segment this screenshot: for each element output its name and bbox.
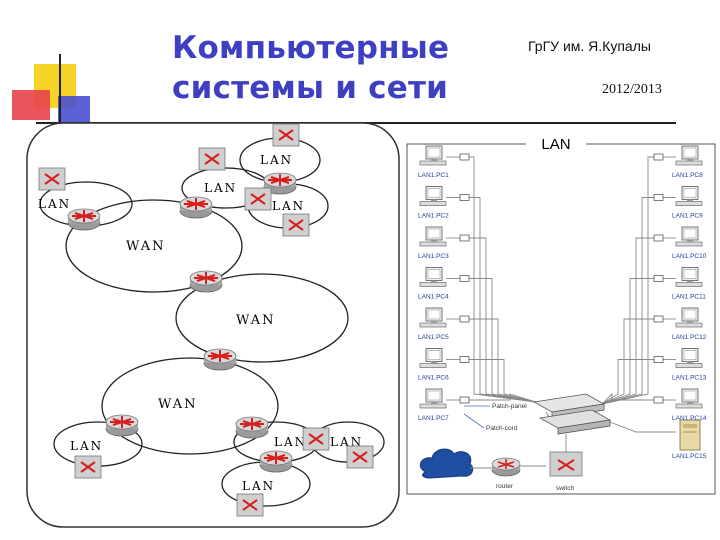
patch-cord-label: Patch-cord — [486, 425, 518, 432]
switch-icon — [236, 493, 264, 517]
router-icon — [179, 196, 213, 219]
switch-icon — [198, 147, 226, 171]
wall-jack-icon — [459, 356, 470, 363]
router-icon — [189, 270, 223, 293]
wall-jack-icon — [459, 315, 470, 323]
wan-cloud-1 — [65, 199, 243, 293]
router-icon — [67, 208, 101, 231]
router-icon — [203, 348, 237, 371]
decor-vertical-line — [59, 54, 61, 136]
switch-icon — [549, 451, 583, 477]
pc-label: LAN1.PC3 — [418, 253, 449, 260]
switch-icon — [282, 213, 310, 237]
pc-label: LAN1.PC5 — [418, 334, 449, 341]
title-line-1: Компьютерные — [172, 30, 450, 66]
wan-label: WAN — [126, 239, 165, 254]
pc-label: LAN1.PC14 — [672, 415, 707, 422]
lan-label: LAN — [274, 435, 307, 449]
switch-icon — [38, 167, 66, 191]
lan-label: LAN — [70, 439, 103, 453]
decor-red-square — [12, 90, 50, 120]
pc-label: LAN1.PC12 — [672, 334, 707, 341]
lan-label: LAN — [204, 181, 237, 195]
institution-label: ГрГУ им. Я.Купалы — [528, 38, 651, 54]
server-icon — [679, 419, 701, 451]
wall-jack-icon — [459, 275, 470, 282]
router-icon — [259, 450, 293, 473]
wall-jack-icon — [653, 315, 664, 323]
wall-jack-icon — [459, 396, 470, 404]
lan-diagram-title: LAN — [541, 136, 570, 153]
internet-cloud-icon — [419, 448, 474, 479]
router-icon — [235, 416, 269, 439]
wan-cloud-2 — [175, 273, 349, 363]
pc-label: LAN1.PC4 — [418, 294, 449, 301]
wall-jack-icon — [653, 234, 664, 242]
switch-icon — [346, 445, 374, 469]
year-label: 2012/2013 — [602, 82, 662, 97]
switch-device-icon — [538, 409, 612, 435]
wan-label: WAN — [158, 397, 197, 412]
pc-label: LAN1.PC9 — [672, 213, 703, 220]
pc-label: LAN1.PC13 — [672, 375, 707, 382]
pc-label: LAN1.PC6 — [418, 375, 449, 382]
wall-jack-icon — [459, 194, 470, 201]
switch-label: switch — [556, 485, 574, 492]
router-icon — [491, 457, 521, 477]
wan-label: WAN — [236, 313, 275, 328]
pc-label: LAN1.PC1 — [418, 172, 449, 179]
pc-label: LAN1.PC8 — [672, 172, 703, 179]
router-icon — [105, 414, 139, 437]
lan-label: LAN — [242, 479, 275, 493]
pc-label: LAN1.PC11 — [672, 294, 706, 301]
wall-jack-icon — [459, 153, 470, 161]
switch-icon — [302, 427, 330, 451]
wall-jack-icon — [653, 153, 664, 161]
wan-lan-diagram: WAN WAN WAN LAN LAN LAN LAN LAN LAN LAN … — [26, 122, 400, 528]
wall-jack-icon — [653, 194, 664, 201]
slide-title: Компьютерные системы и сети — [172, 28, 492, 108]
pc-label: LAN1.PC2 — [418, 213, 449, 220]
lan-label: LAN — [330, 435, 363, 449]
wall-jack-icon — [653, 356, 664, 363]
switch-icon — [272, 123, 300, 147]
server-label: LAN1.PC15 — [672, 453, 707, 460]
title-line-2: системы и сети — [172, 70, 449, 106]
wall-jack-icon — [653, 275, 664, 282]
wan-cloud-3 — [101, 357, 279, 455]
switch-icon — [74, 455, 102, 479]
lan-label: LAN — [260, 153, 293, 167]
pc-label: LAN1.PC10 — [672, 253, 707, 260]
switch-icon — [244, 187, 272, 211]
lan-label: LAN — [38, 197, 71, 211]
lan-label: LAN — [272, 199, 305, 213]
lan-diagram: LAN LAN1.PC1LAN1.PC2LAN1.PC3LAN1.PC4LAN1… — [406, 134, 716, 495]
patch-panel-label: Patch-panel — [492, 403, 527, 410]
decor-blue-square — [58, 96, 90, 122]
wall-jack-icon — [653, 396, 664, 404]
pc-label: LAN1.PC7 — [418, 415, 449, 422]
router-label: router — [496, 483, 514, 490]
wall-jack-icon — [459, 234, 470, 242]
